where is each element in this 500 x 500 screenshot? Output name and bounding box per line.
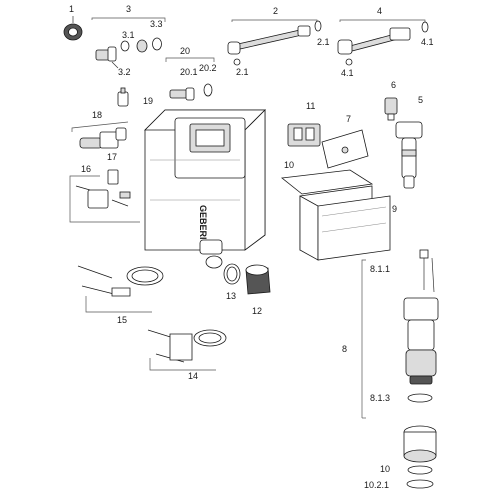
geberit-logo-text: GEBERIT: [198, 205, 208, 246]
part-19-fitting: [117, 87, 129, 107]
callout-4-1b: 4.1: [341, 68, 354, 78]
callout-17: 17: [107, 152, 117, 162]
callout-13: 13: [226, 291, 236, 301]
callout-20: 20: [180, 46, 190, 56]
part-14-clamp: [147, 329, 227, 371]
callout-2: 2: [273, 6, 278, 16]
callout-3-3: 3.3: [150, 19, 163, 29]
callout-16: 16: [81, 164, 91, 174]
part-6-clip: [384, 97, 398, 121]
callout-18: 18: [92, 110, 102, 120]
part-4-hose: [337, 19, 429, 66]
callout-8-1-1: 8.1.1: [370, 264, 390, 274]
callout-8-1-3: 8.1.3: [370, 393, 390, 403]
callout-12: 12: [252, 306, 262, 316]
callout-8: 8: [342, 344, 347, 354]
part-3-valve-set: [91, 17, 166, 69]
callout-10-2-1: 10.2.1: [364, 480, 389, 490]
callout-5: 5: [418, 95, 423, 105]
callout-20-2: 20.2: [199, 63, 217, 73]
part-11-cover-plate: [287, 123, 321, 147]
callout-20-1: 20.1: [180, 67, 198, 77]
part-17-clip: [107, 169, 119, 185]
callout-14: 14: [188, 371, 198, 381]
callout-3-2: 3.2: [118, 67, 131, 77]
part-9-box: [299, 185, 391, 261]
callout-10a: 10: [284, 160, 294, 170]
callout-6: 6: [391, 80, 396, 90]
part-5-fill-valve: [395, 121, 423, 189]
callout-11: 11: [306, 101, 315, 111]
part-15-clamp: [77, 265, 164, 313]
callout-2-1a: 2.1: [317, 37, 330, 47]
callout-9: 9: [392, 204, 397, 214]
part-18-inlet: [71, 121, 129, 149]
callout-2-1b: 2.1: [236, 67, 249, 77]
callout-15: 15: [117, 315, 127, 325]
part-10-tray: [281, 169, 374, 195]
part-20-connector: [165, 57, 215, 101]
part-1-cap: [63, 16, 83, 41]
cistern-body: GEBERIT: [144, 109, 266, 269]
callout-19: 19: [143, 96, 153, 106]
part-2-hose: [227, 19, 322, 66]
part-13-seal: [223, 263, 241, 285]
callout-7: 7: [346, 114, 351, 124]
part-7-mount-plate: [321, 129, 369, 169]
callout-4-1a: 4.1: [421, 37, 434, 47]
callout-3-1: 3.1: [122, 30, 135, 40]
callout-10b: 10: [380, 464, 390, 474]
callout-4: 4: [377, 6, 382, 16]
callout-1: 1: [69, 4, 74, 14]
part-12-sleeve: [245, 264, 271, 295]
part-10-outlet-cylinder: [403, 425, 437, 489]
callout-3: 3: [126, 4, 131, 14]
part-8-flush-valve: [361, 249, 439, 419]
part-16-bracket: [69, 175, 140, 223]
